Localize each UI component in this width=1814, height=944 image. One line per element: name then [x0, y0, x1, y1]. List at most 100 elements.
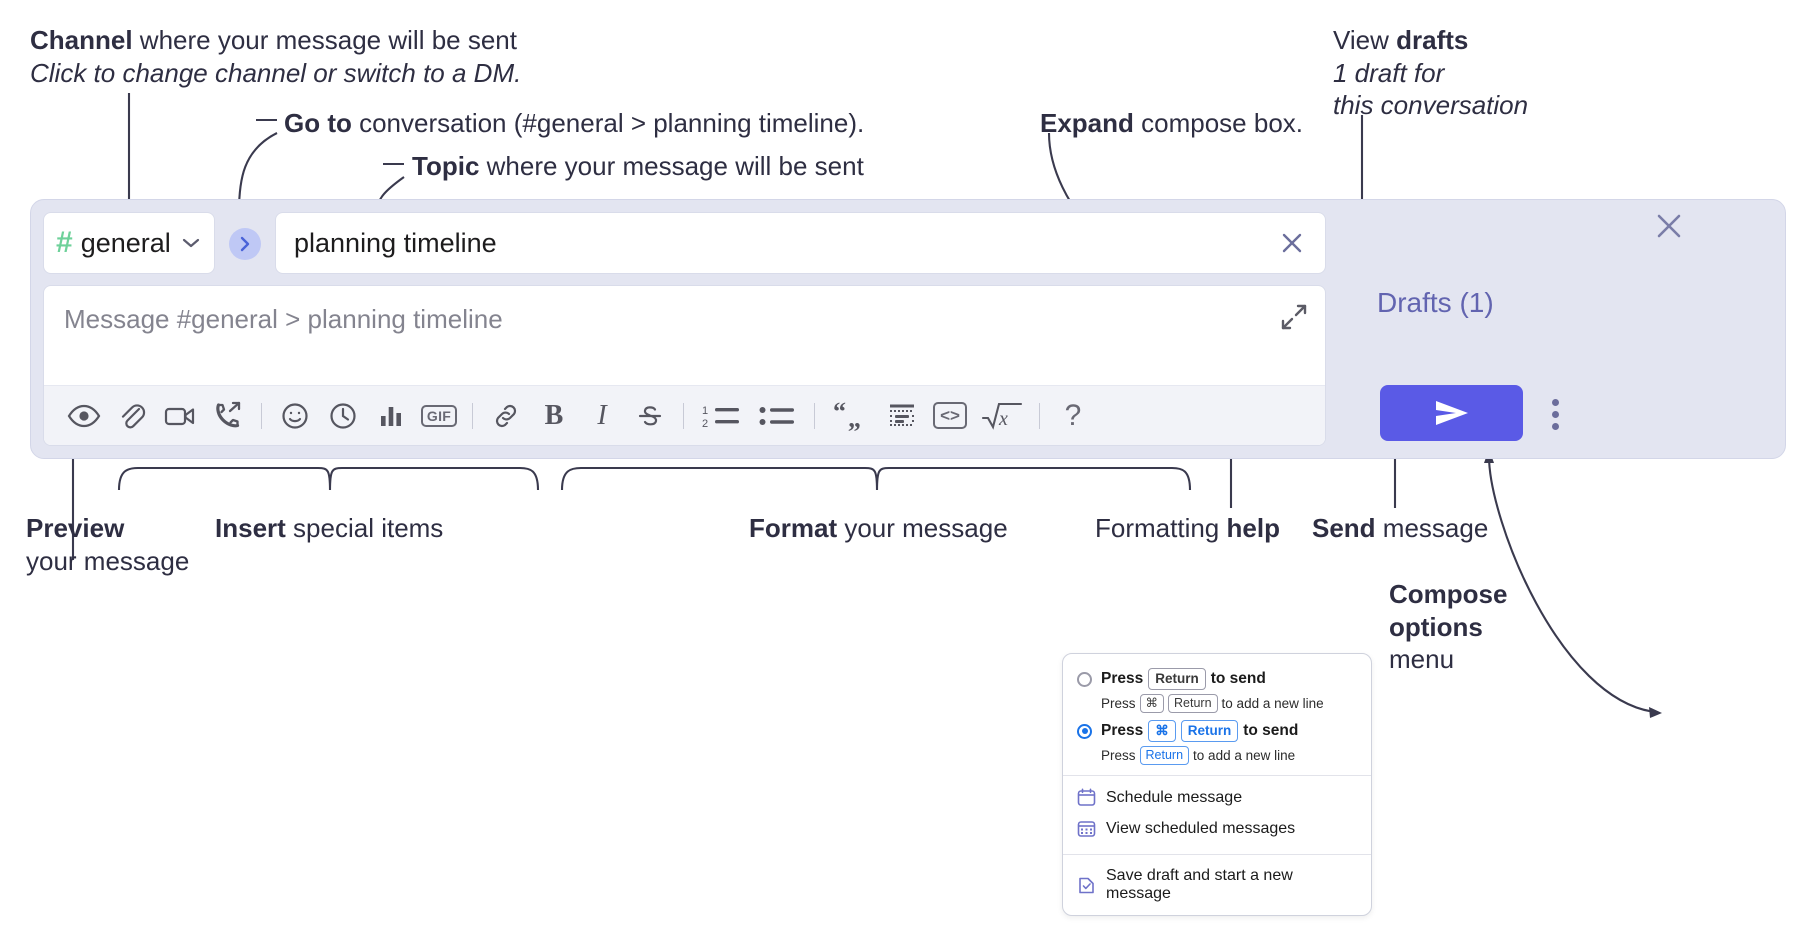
phone-forward-icon [216, 401, 241, 427]
topic-value: planning timeline [294, 227, 497, 258]
poll-button[interactable] [367, 394, 415, 438]
toolbar-divider [261, 402, 262, 429]
option-label: Press Return to send [1101, 668, 1266, 691]
key-command: ⌘ [1148, 720, 1176, 743]
chevron-right-icon [240, 236, 250, 252]
key-return: Return [1180, 720, 1239, 743]
svg-text:“: “ [833, 397, 846, 426]
gif-button[interactable]: GIF [415, 394, 463, 438]
channel-picker[interactable]: # general [43, 212, 215, 274]
menu-item-label: View scheduled messages [1106, 819, 1296, 837]
latex-button[interactable]: x [974, 394, 1030, 438]
bulleted-list-button[interactable] [749, 394, 805, 438]
link-icon [495, 404, 517, 427]
svg-text:1: 1 [702, 405, 708, 417]
close-compose-icon[interactable] [1653, 210, 1685, 242]
kebab-dot [1551, 410, 1559, 418]
reminder-clock-button[interactable] [319, 394, 367, 438]
annotation-expand: Expand compose box. [1040, 108, 1304, 138]
key-return: Return [1168, 694, 1218, 714]
compose-options-button[interactable] [1540, 390, 1570, 438]
menu-divider [1063, 775, 1371, 777]
calendar-grid-icon [1077, 821, 1096, 837]
kebab-dot [1551, 398, 1559, 406]
preview-button[interactable] [60, 394, 108, 438]
compose-header-row: # general planning timeline [43, 212, 1326, 274]
send-button[interactable] [1380, 385, 1523, 441]
message-placeholder: Message #general > planning timeline [64, 304, 503, 334]
annotation-drafts: View drafts 1 draft for this conversatio… [1333, 25, 1529, 120]
annotation-send: Send message [1312, 513, 1489, 543]
menu-divider [1063, 854, 1371, 856]
menu-item-schedule-message[interactable]: Schedule message [1063, 782, 1371, 813]
svg-text:„: „ [848, 404, 861, 433]
ordered-list-button[interactable]: 1 2 [693, 394, 749, 438]
menu-item-label: Schedule message [1106, 788, 1243, 806]
toolbar-divider [472, 402, 473, 429]
emoji-smiley-icon [282, 402, 308, 429]
option-label: Press ⌘ Return to send [1101, 720, 1298, 743]
send-paper-plane-icon [1435, 401, 1468, 425]
question-mark-icon: ? [1064, 398, 1082, 432]
video-camera-icon [164, 407, 195, 425]
channel-name: general [80, 227, 171, 258]
record-audio-button[interactable] [204, 394, 252, 438]
inline-code-button[interactable]: <> [926, 394, 974, 438]
key-command: ⌘ [1139, 694, 1165, 714]
kebab-dot [1551, 422, 1559, 430]
italic-icon: I [597, 399, 607, 431]
annotation-insert: Insert special items [215, 513, 444, 543]
toolbar-divider [814, 402, 815, 429]
radio-option-return-to-send[interactable]: Press Return to send [1063, 666, 1371, 692]
svg-text:2: 2 [702, 418, 708, 430]
formatting-toolbar: GIF B I [44, 385, 1325, 445]
paperclip-icon [121, 403, 146, 428]
menu-item-label: Save draft and start a new message [1106, 867, 1293, 903]
expand-compose-icon[interactable] [1279, 302, 1309, 332]
drafts-link[interactable]: Drafts (1) [1377, 287, 1494, 318]
key-return: Return [1148, 668, 1206, 691]
menu-item-save-draft[interactable]: Save draft and start a new message [1063, 861, 1371, 915]
chevron-down-icon [180, 236, 202, 250]
latex-sqrt-x-icon: x [981, 402, 1023, 430]
gif-icon: GIF [420, 404, 458, 427]
key-return: Return [1139, 746, 1190, 766]
svg-text:x: x [998, 408, 1008, 430]
attach-file-button[interactable] [108, 394, 156, 438]
eye-icon [67, 404, 101, 427]
link-button[interactable] [482, 394, 530, 438]
clear-topic-icon[interactable] [1277, 228, 1307, 258]
bold-icon: B [544, 399, 564, 431]
annotation-format: Format your message [749, 513, 1008, 543]
radio-unselected-icon [1077, 671, 1092, 687]
annotation-compose-options: Compose options menu [1389, 579, 1508, 674]
annotation-goto: Go to conversation (#general > planning … [284, 108, 865, 138]
toolbar-divider [683, 402, 684, 429]
blockquote-icon: “ „ [833, 397, 861, 433]
strikethrough-button[interactable] [626, 394, 674, 438]
code-block-icon [890, 404, 914, 426]
emoji-button[interactable] [271, 394, 319, 438]
message-input-area[interactable]: Message #general > planning timeline [43, 285, 1326, 446]
menu-item-view-scheduled-messages[interactable]: View scheduled messages [1063, 813, 1371, 844]
blockquote-button[interactable]: “ „ [824, 394, 878, 438]
inline-code-icon: <> [933, 402, 967, 429]
strikethrough-icon [638, 405, 662, 425]
bold-button[interactable]: B [530, 394, 578, 438]
radio-option-cmd-return-to-send[interactable]: Press ⌘ Return to send [1063, 718, 1371, 744]
compose-inner: # general planning timeline Message #gen… [43, 212, 1326, 446]
goto-conversation-button[interactable] [229, 228, 261, 260]
topic-input[interactable]: planning timeline [275, 212, 1326, 274]
compose-options-menu: Press Return to send Press ⌘ Return to a… [1062, 653, 1372, 917]
clock-icon [330, 402, 356, 429]
record-video-button[interactable] [156, 394, 204, 438]
calendar-clock-icon [1077, 788, 1096, 806]
radio-option-sub-1: Press ⌘ Return to add a new line [1101, 694, 1324, 714]
poll-bar-chart-icon [381, 406, 401, 426]
italic-button[interactable]: I [578, 394, 626, 438]
radio-option-sub-2: Press Return to add a new line [1101, 746, 1296, 766]
ordered-list-icon: 1 2 [702, 405, 739, 430]
code-block-button[interactable] [878, 394, 926, 438]
formatting-help-button[interactable]: ? [1049, 394, 1097, 438]
